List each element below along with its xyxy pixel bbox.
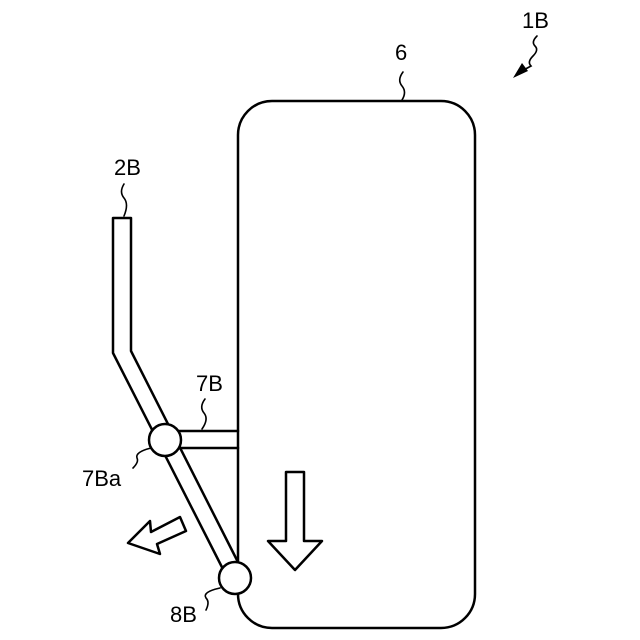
down-arrow-icon	[268, 472, 322, 570]
body-block	[238, 101, 475, 628]
pivot-circle	[219, 562, 251, 594]
figure-ref-label: 1B	[522, 8, 549, 33]
body-label: 6	[395, 40, 407, 65]
diagonal-arrow-icon	[128, 517, 186, 554]
joint-circle	[149, 424, 181, 456]
pivot-leader-line	[205, 588, 220, 610]
body-leader-line	[400, 72, 405, 100]
rod-leader-line	[122, 184, 127, 216]
joint-label: 7Ba	[82, 466, 122, 491]
connector-leader-line	[202, 399, 206, 429]
pivot-label: 8B	[170, 602, 197, 627]
figure-ref-arrow-head	[513, 63, 528, 78]
connector-bar	[176, 431, 238, 448]
joint-leader-line	[133, 448, 151, 468]
rod-outline	[113, 218, 244, 581]
connector-label: 7B	[196, 371, 223, 396]
rod-label: 2B	[114, 155, 141, 180]
